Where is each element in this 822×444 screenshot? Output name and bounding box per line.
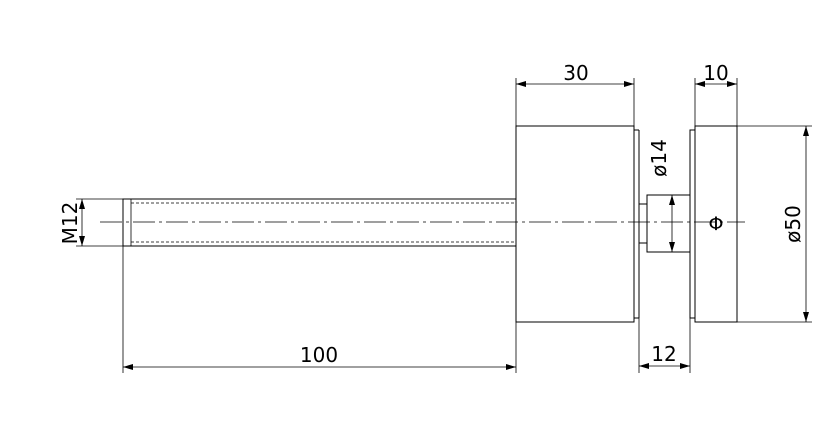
- neck-pin: [638, 194, 691, 253]
- dimension-10: 10: [694, 61, 738, 126]
- dim-100-label: 100: [300, 343, 338, 367]
- dim-10-label: 10: [703, 61, 728, 85]
- dim-dia50-label: ø50: [781, 205, 805, 243]
- center-mark-symbol: Φ: [709, 213, 724, 235]
- dim-30-label: 30: [563, 61, 588, 85]
- dimension-m12: M12: [58, 198, 123, 247]
- dimension-dia-50: ø50: [737, 125, 812, 323]
- threaded-rod: [122, 198, 517, 247]
- dimension-100: 100: [122, 246, 517, 373]
- dim-m12-label: M12: [58, 202, 82, 245]
- dim-12-label: 12: [651, 342, 676, 366]
- cap-disc: [689, 125, 738, 323]
- dimension-dia-14: ø14: [647, 139, 675, 252]
- dimension-12: 12: [638, 318, 691, 373]
- cylinder-body: [515, 125, 640, 323]
- dim-dia14-label: ø14: [647, 139, 671, 177]
- dimension-30: 30: [515, 61, 635, 126]
